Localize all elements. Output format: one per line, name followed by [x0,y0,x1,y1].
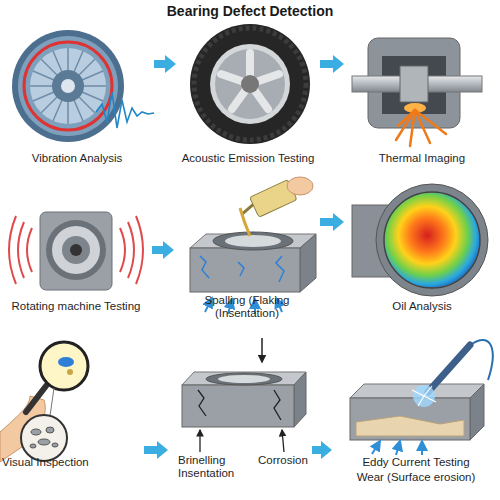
flow-arrow [312,441,332,459]
method-panel: Rotating machine Testing [2,176,150,322]
thermal-housing [352,38,482,146]
flow-arrow [144,441,168,459]
rotating-machine [9,212,143,290]
vibration-wheel [12,30,154,142]
method-caption: Wear (Surface erosion) [334,471,498,484]
method-panel: Acoustic Emission Testing [178,24,318,170]
method-caption: Oil Analysis [346,300,498,313]
eddy-current-block [350,340,493,455]
method-caption: Visual Inspection [2,456,132,469]
visual-inspection [0,342,88,462]
method-caption: Corrosion [258,454,310,467]
method-caption: Thermal Imaging [346,152,498,165]
flow-arrow [320,213,344,231]
method-caption: Rotating machine Testing [2,300,150,313]
method-caption: Acoustic Emission Testing [178,152,318,165]
spalling-block [190,177,316,314]
oil-analysis-bearing [352,184,488,296]
method-caption: Vibration Analysis [2,152,152,165]
brinelling-block [182,338,306,452]
method-caption: Brinelling Insentation [178,454,250,480]
method-panel: Brinelling Insentation Corrosion [170,328,310,496]
tire [190,24,310,144]
method-caption: Spalling (Flaking (Insentation) [180,294,314,320]
method-caption: Eddy Current Testing [334,456,498,469]
flow-arrow [154,55,176,73]
method-panel: Spalling (Flaking (Insentation) [176,176,318,322]
flow-arrow [320,55,344,73]
method-panel: Visual Inspection [2,328,142,496]
method-panel: Oil Analysis [346,176,498,322]
diagram-title: Bearing Defect Detection [0,3,500,19]
flow-arrow [152,241,174,259]
method-panel: Vibration Analysis [2,24,152,170]
method-panel: Eddy Current TestingWear (Surface erosio… [334,328,498,496]
method-panel: Thermal Imaging [346,24,498,170]
